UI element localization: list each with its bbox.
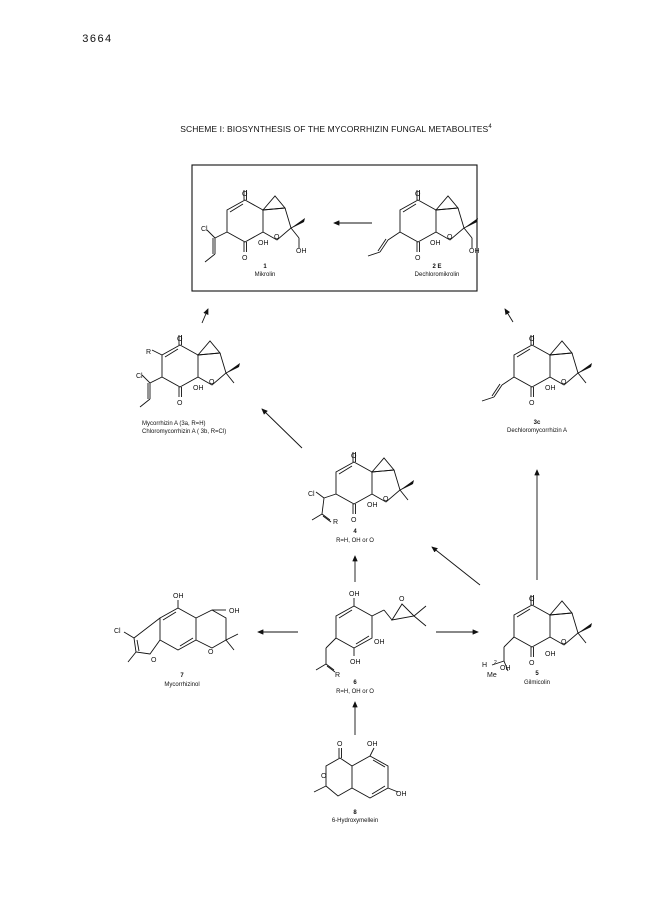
atom-label: O (242, 255, 248, 262)
atom-label: OH (229, 608, 240, 615)
atom-label: O (447, 234, 453, 241)
compound-7-number: 7 (180, 673, 184, 679)
atom-label: Cl (308, 491, 315, 498)
atom-label: R (335, 672, 340, 679)
atom-label: OH (296, 248, 307, 255)
arrow-4-to-3a (261, 408, 303, 449)
atom-label: OH (193, 385, 204, 392)
atom-label: O (529, 336, 535, 343)
atom-label: O (351, 453, 357, 460)
scheme-title-reference: 4 (488, 124, 492, 131)
compound-8-name: 6-Hydroxymellein (332, 818, 378, 824)
atom-label: OH (367, 741, 378, 748)
compound-3c-number: 3c (534, 420, 541, 426)
compound-3c-structure (481, 334, 593, 402)
compound-1-name: Mikrolin (255, 272, 276, 278)
compound-4-structure (311, 451, 415, 523)
atom-label: H (482, 662, 487, 669)
atom-label: Cl (201, 226, 208, 233)
page-number: 3664 (82, 34, 113, 46)
atom-label: OH (374, 639, 385, 646)
compound-2e-structure (367, 189, 479, 257)
atom-label: O (177, 400, 183, 407)
atom-label: O (529, 400, 535, 407)
atom-label: O (208, 649, 214, 656)
compound-8-structure (313, 747, 399, 799)
atom-label: O (399, 596, 405, 603)
compound-3c-name: Dechloromycorrhizin A (507, 428, 567, 434)
atom-label: O (337, 741, 343, 748)
product-box (191, 164, 478, 292)
atom-label: OH (396, 791, 407, 798)
atom-label: O (383, 496, 389, 503)
compound-2e-number: 2 E (432, 264, 441, 270)
atom-label: O (209, 379, 215, 386)
compound-5-name: Gilmicolin (524, 680, 550, 686)
compound-6-name: R=H, OH or O (336, 689, 374, 695)
compound-3a-structure (139, 334, 241, 408)
compound-4-name: R=H, OH or O (336, 538, 374, 544)
scheme-title: SCHEME I: BIOSYNTHESIS OF THE MYCORRHIZI… (0, 124, 672, 134)
arrow-5-to-4 (431, 546, 481, 586)
atom-label: OH (349, 591, 360, 598)
atom-label: O (529, 596, 535, 603)
atom-label: OH (350, 659, 361, 666)
atom-label: O (177, 336, 183, 343)
compound-5-number: 5 (535, 671, 539, 677)
compound-1-number: 1 (263, 264, 267, 270)
atom-label: OH (545, 385, 556, 392)
atom-label: O (242, 191, 248, 198)
atom-label: O (561, 639, 567, 646)
atom-label: O (274, 234, 280, 241)
atom-label: O (321, 773, 327, 780)
compound-3a-name: Mycorrhizin A (3a, R=H) (142, 421, 206, 427)
compound-2e-name: Dechloromikrolin (415, 272, 460, 278)
compound-4-number: 4 (353, 529, 357, 535)
atom-label: O (415, 255, 421, 262)
atom-label: OH (469, 248, 480, 255)
atom-label: Me (487, 672, 497, 679)
atom-label: Cl (136, 373, 143, 380)
compound-6-number: 6 (353, 680, 357, 686)
atom-label: O (415, 191, 421, 198)
atom-label: O (151, 657, 157, 664)
compound-8-number: 8 (353, 810, 357, 816)
atom-label: OH (545, 651, 556, 658)
compound-1-structure (204, 189, 306, 263)
atom-label: OH (258, 240, 269, 247)
compound-6-structure (315, 598, 427, 673)
atom-label: OH (430, 240, 441, 247)
atom-label: O (529, 660, 535, 667)
arrow-3a-to-box (201, 308, 209, 324)
atom-label: 2 (494, 660, 497, 666)
atom-label: O (351, 517, 357, 524)
arrow-3c-to-box (504, 308, 514, 323)
atom-label: O (561, 379, 567, 386)
atom-label: Cl (114, 628, 121, 635)
atom-label: OH (173, 593, 184, 600)
compound-3b-name: Chloromycorrhizin A ( 3b, R=Cl) (142, 429, 226, 435)
atom-label: R (146, 349, 151, 356)
compound-7-name: Mycorrhizinol (164, 682, 199, 688)
scheme-title-text: SCHEME I: BIOSYNTHESIS OF THE MYCORRHIZI… (180, 124, 489, 134)
atom-label: R (333, 519, 338, 526)
compound-5-structure (491, 594, 593, 672)
atom-label: OH (500, 665, 511, 672)
compound-7-structure (123, 600, 239, 663)
atom-label: OH (367, 502, 378, 509)
